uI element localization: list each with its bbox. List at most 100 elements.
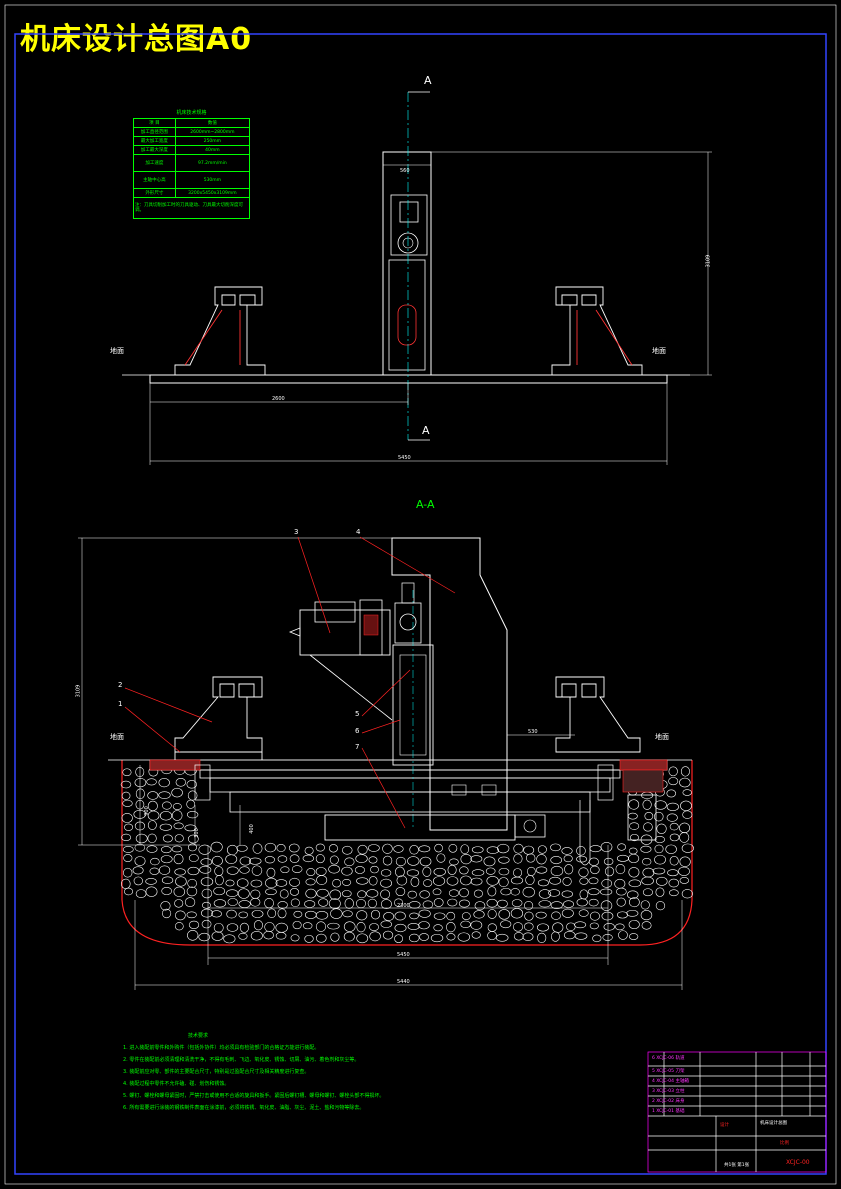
rubble-stone [510, 908, 524, 919]
rubble-stone [382, 930, 394, 940]
rubble-stone [162, 834, 173, 843]
rubble-stone [251, 865, 263, 876]
rubble-stone [356, 877, 369, 885]
rubble-stone [497, 843, 510, 854]
rubble-stone [563, 931, 576, 940]
rubble-stone [642, 799, 652, 810]
rubble-stone [356, 933, 369, 944]
rubble-stone [536, 854, 547, 865]
slot-top [397, 304, 417, 346]
rubble-stone [357, 890, 367, 899]
rubble-stone [121, 791, 131, 800]
rubble-stone [626, 909, 639, 917]
rubble-stone [550, 901, 563, 909]
right-support-section [555, 676, 641, 753]
rubble-stone [356, 910, 368, 921]
dim-height-right: 3109 [705, 254, 712, 268]
rubble-stone [523, 845, 535, 855]
spec-header-value: 数值 [174, 118, 251, 128]
rubble-stone [566, 922, 576, 932]
spec-row-label: 外形尺寸 [133, 188, 176, 198]
rubble-stone [158, 865, 171, 875]
rubble-stone [250, 889, 261, 899]
rubble-stone [370, 909, 381, 920]
rubble-stone [433, 924, 443, 932]
rubble-stone [471, 869, 485, 876]
rubble-stone [332, 878, 342, 888]
rubble-stone [654, 800, 667, 810]
rubble-stone [146, 778, 157, 786]
dim-span-mid: 5450 [397, 952, 410, 958]
rubble-stone [187, 834, 199, 844]
rubble-stone [498, 877, 509, 888]
notes-heading: 技术要求 [187, 1033, 208, 1039]
rubble-stone [215, 874, 224, 886]
rubble-stone [214, 866, 224, 877]
spec-table-caption: 机床技术规格 [176, 109, 207, 116]
rubble-stone [394, 898, 404, 907]
rubble-stone [500, 920, 512, 929]
rubble-stone [382, 843, 393, 854]
rubble-stone [239, 856, 252, 866]
rubble-stone [682, 810, 693, 819]
rubble-stone [537, 879, 549, 887]
rubble-stone [433, 912, 446, 920]
rubble-stone [668, 777, 679, 786]
rubble-stone [135, 889, 147, 898]
rubble-stone [187, 930, 199, 941]
rubble-stone [239, 866, 250, 874]
rubble-stone [551, 911, 561, 920]
rubble-stone [600, 888, 613, 896]
column-top-view [382, 151, 432, 376]
rubble-stone [654, 835, 665, 843]
rubble-stone [656, 876, 668, 886]
rubble-stone [158, 778, 170, 788]
left-gear [194, 764, 211, 801]
parts-list-row: 6 XCJC-06 轨道 [652, 1056, 685, 1061]
spec-row-value: 530mm [174, 171, 251, 189]
title-block-design: 设计 [720, 1123, 729, 1128]
rubble-stone [147, 833, 157, 844]
rubble-stone [679, 832, 690, 843]
lower-motor [514, 814, 546, 838]
spec-row-value: 3200x5450x3109mm [174, 188, 251, 198]
rubble-stone [175, 876, 187, 887]
rubble-stone [201, 901, 211, 909]
rubble-stone [200, 858, 213, 866]
rubble-stone [498, 909, 511, 920]
rubble-stone [535, 911, 547, 919]
dim-ram-width: 530 [528, 729, 538, 735]
left-support-section [174, 676, 263, 760]
rubble-stone [470, 920, 483, 930]
rubble-stone [656, 823, 667, 834]
rubble-stone [275, 932, 287, 940]
rubble-stone [460, 844, 470, 855]
rubble-stone [446, 876, 459, 886]
rubble-stone [602, 933, 613, 941]
rubble-stone [592, 934, 602, 943]
rubble-stone [486, 898, 498, 908]
rubble-stone [201, 919, 212, 929]
drawing-title: 机床设计总图A0 [20, 22, 253, 57]
rubble-stone [669, 889, 679, 897]
right-gearbox [622, 769, 664, 793]
rubble-stone [147, 791, 159, 800]
rubble-stone [276, 844, 286, 852]
rubble-stone [382, 855, 393, 866]
rubble-stone [250, 931, 263, 941]
rubble-stone [186, 810, 199, 819]
rubble-stone [497, 899, 508, 908]
rubble-stone [289, 854, 300, 863]
spec-row-label: 加工速度 [133, 154, 176, 172]
rubble-stone [538, 889, 552, 899]
rubble-stone [238, 932, 248, 940]
rubble-stone [396, 875, 408, 886]
rubble-stone [409, 912, 419, 920]
rubble-stone [473, 889, 483, 898]
rubble-stone [366, 889, 379, 898]
rubble-stone [616, 897, 626, 907]
rubble-stone [395, 856, 406, 867]
rubble-stone [458, 899, 470, 908]
rubble-stone [433, 867, 446, 876]
rubble-stone [549, 876, 562, 885]
